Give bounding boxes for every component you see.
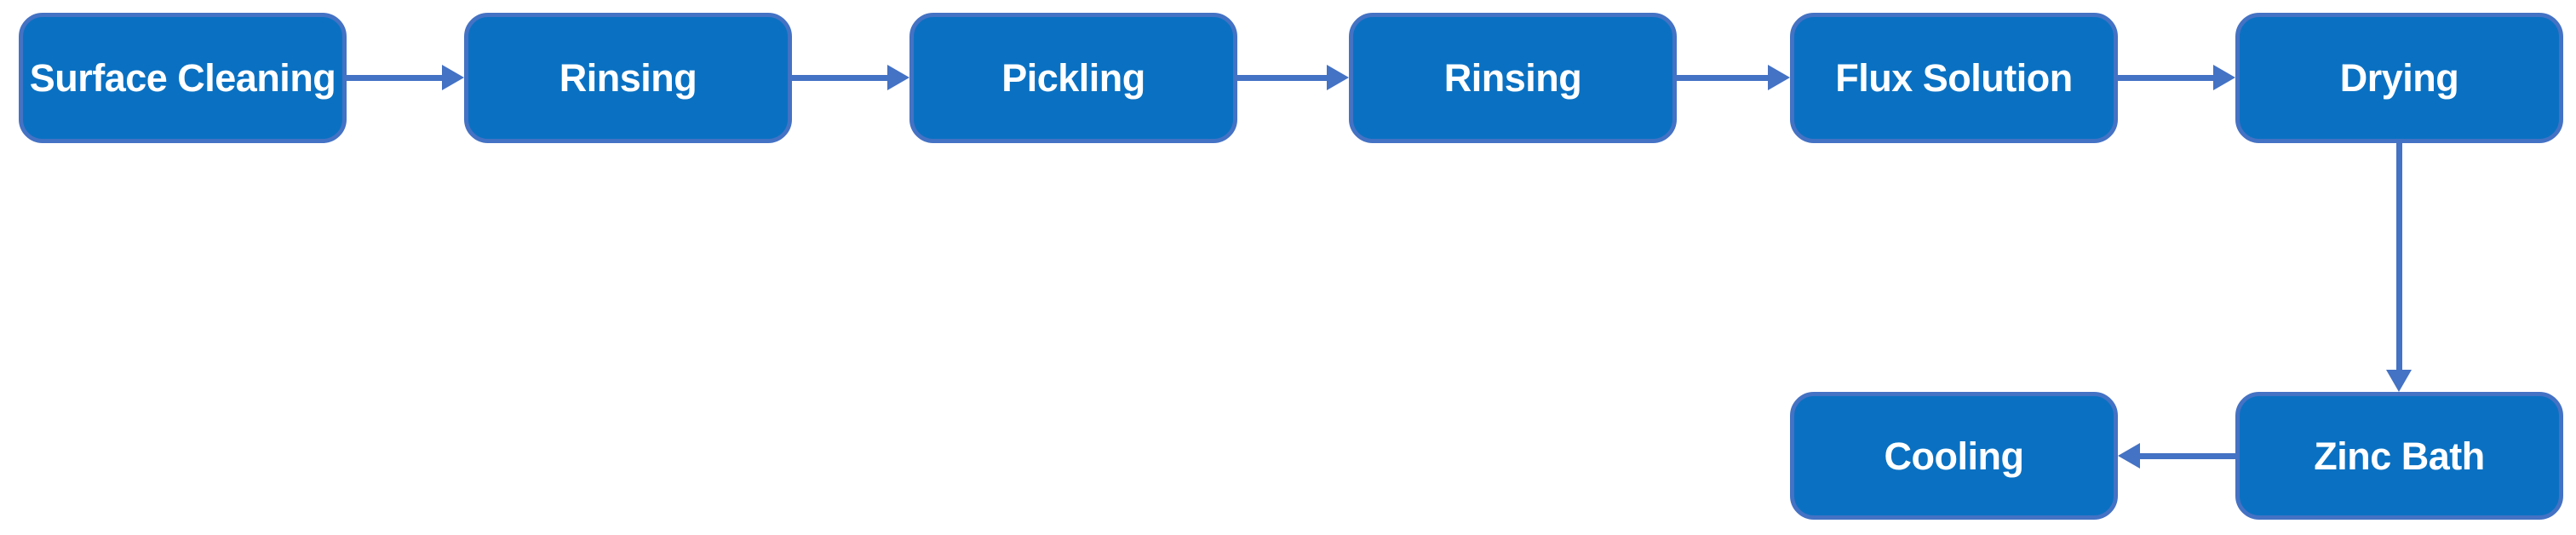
node-rinsing-2: Rinsing bbox=[1349, 13, 1677, 143]
node-label: Rinsing bbox=[559, 56, 697, 100]
arrowhead-right-icon bbox=[442, 65, 464, 90]
arrow-rinsing-to-flux-solution-icon bbox=[1677, 65, 1790, 90]
node-rinsing-1: Rinsing bbox=[464, 13, 792, 143]
node-pickling: Pickling bbox=[909, 13, 1237, 143]
arrow-shaft bbox=[1237, 74, 1327, 81]
node-label: Zinc Bath bbox=[2314, 434, 2485, 478]
arrowhead-right-icon bbox=[887, 65, 909, 90]
node-drying: Drying bbox=[2235, 13, 2563, 143]
node-label: Pickling bbox=[1001, 56, 1145, 100]
node-flux-solution: Flux Solution bbox=[1790, 13, 2118, 143]
arrow-drying-to-zinc-bath-icon bbox=[2386, 143, 2412, 392]
arrow-shaft bbox=[2140, 452, 2235, 459]
node-cooling: Cooling bbox=[1790, 392, 2118, 520]
node-surface-cleaning: Surface Cleaning bbox=[19, 13, 347, 143]
arrow-flux-solution-to-drying-icon bbox=[2118, 65, 2235, 90]
arrowhead-left-icon bbox=[2118, 443, 2140, 469]
arrowhead-down-icon bbox=[2386, 370, 2412, 392]
arrow-surface-cleaning-to-rinsing-icon bbox=[347, 65, 464, 90]
arrow-shaft bbox=[2118, 74, 2213, 81]
arrowhead-right-icon bbox=[1327, 65, 1349, 90]
arrowhead-right-icon bbox=[1768, 65, 1790, 90]
arrow-shaft bbox=[347, 74, 442, 81]
node-label: Flux Solution bbox=[1835, 56, 2073, 100]
arrow-shaft bbox=[2395, 143, 2402, 370]
arrow-zinc-bath-to-cooling-icon bbox=[2118, 443, 2235, 469]
arrow-shaft bbox=[792, 74, 887, 81]
node-label: Surface Cleaning bbox=[29, 56, 336, 100]
node-label: Drying bbox=[2339, 56, 2459, 100]
node-zinc-bath: Zinc Bath bbox=[2235, 392, 2563, 520]
arrow-pickling-to-rinsing-icon bbox=[1237, 65, 1349, 90]
arrow-shaft bbox=[1677, 74, 1768, 81]
arrow-rinsing-to-pickling-icon bbox=[792, 65, 909, 90]
arrowhead-right-icon bbox=[2213, 65, 2235, 90]
node-label: Cooling bbox=[1884, 434, 2024, 478]
node-label: Rinsing bbox=[1443, 56, 1582, 100]
